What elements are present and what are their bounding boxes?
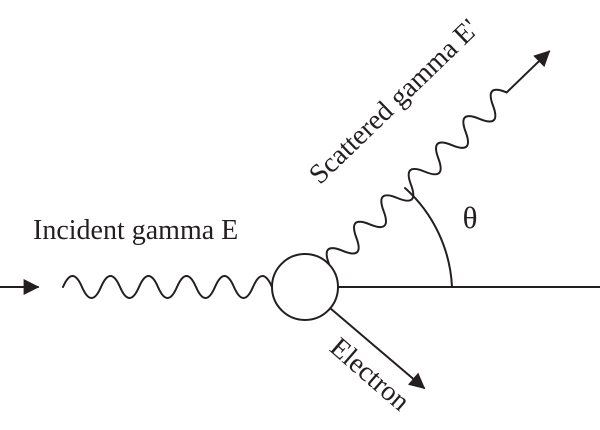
scattered-gamma-wave <box>325 88 508 265</box>
electron-recoil-arrow <box>329 307 426 390</box>
scattered-gamma-arrow <box>505 50 551 94</box>
theta-label: θ <box>463 200 478 235</box>
target-electron-circle <box>271 253 339 321</box>
incident-gamma-wave <box>62 275 273 299</box>
theta-angle-arc <box>404 187 453 288</box>
electron-label: Electron <box>324 332 416 418</box>
scattered-gamma-ray <box>325 50 551 265</box>
incident-gamma-label: Incident gamma E <box>33 215 238 246</box>
scattered-gamma-label: Scattered gamma E' <box>303 13 485 190</box>
